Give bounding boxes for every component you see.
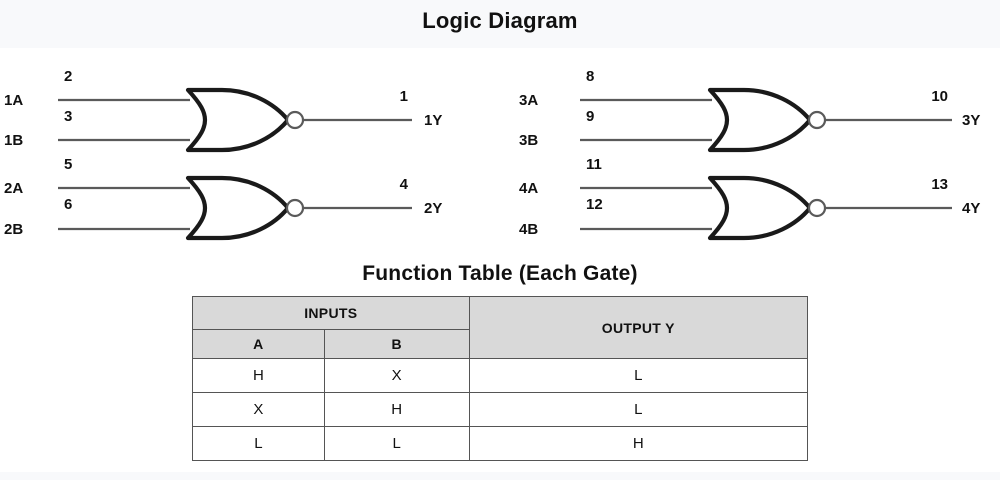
gate-4-output-pin: 13 xyxy=(931,176,948,193)
gate-1-inversion-bubble xyxy=(285,110,305,130)
gate-2-output-pin: 4 xyxy=(399,176,408,193)
gate-2-input-b-pin: 6 xyxy=(64,196,73,213)
gate-1-output-label: 1Y xyxy=(424,112,443,129)
gate-2-input-a-pin: 5 xyxy=(64,156,73,173)
gate-1-input-a-pin: 2 xyxy=(64,68,73,85)
gate-3-input-b-label: 3B xyxy=(519,132,539,149)
gate-1-nor-body xyxy=(188,90,288,150)
function-table-body: H X L X H L L L H xyxy=(192,358,809,461)
cell-output-y: H xyxy=(468,426,809,461)
gate-4-output-label: 4Y xyxy=(962,200,981,217)
cell-input-a: H xyxy=(192,358,325,393)
gate-4-input-a-pin: 11 xyxy=(586,156,602,173)
table-header-sub-row: A B xyxy=(192,329,808,359)
function-table-title: Function Table (Each Gate) xyxy=(362,262,638,285)
header-output-y: OUTPUT Y xyxy=(468,296,809,359)
top-background-band xyxy=(0,0,1000,48)
gate-1-group xyxy=(58,90,412,150)
gate-4-input-a-label: 4A xyxy=(519,180,539,197)
function-table-head: INPUTS OUTPUT Y A B xyxy=(192,296,809,359)
table-header-group-row: INPUTS OUTPUT Y xyxy=(192,296,809,359)
header-inputs-group: INPUTS xyxy=(192,296,470,330)
gate-1-output-pin: 1 xyxy=(399,88,408,105)
gate-4-input-b-pin: 12 xyxy=(586,196,603,213)
gate-3-input-a-label: 3A xyxy=(519,92,539,109)
cell-input-b: H xyxy=(323,392,470,427)
gate-2-inversion-bubble xyxy=(285,198,305,218)
table-row: L L H xyxy=(192,426,809,461)
cell-input-b: L xyxy=(323,426,470,461)
cell-input-b: X xyxy=(323,358,470,393)
cell-input-a: X xyxy=(192,392,325,427)
gate-3-inversion-bubble xyxy=(807,110,827,130)
gate-2-nor-body xyxy=(188,178,288,238)
header-input-b: B xyxy=(323,329,470,359)
gate-2-input-b-label: 2B xyxy=(4,221,24,238)
gate-3-group xyxy=(580,90,952,150)
gate-4-nor-body xyxy=(710,178,810,238)
gate-4-group xyxy=(580,178,952,238)
header-input-a: A xyxy=(192,329,325,359)
gate-1-input-b-pin: 3 xyxy=(64,108,73,125)
cell-input-a: L xyxy=(192,426,325,461)
gate-1-input-a-label: 1A xyxy=(4,92,24,109)
nor-gate-schematic-svg xyxy=(58,40,952,255)
gate-3-input-b-pin: 9 xyxy=(586,108,595,125)
gate-3-output-label: 3Y xyxy=(962,112,981,129)
gate-2-group xyxy=(58,178,412,238)
bottom-background-band xyxy=(0,472,1000,480)
gate-2-output-label: 2Y xyxy=(424,200,443,217)
cell-output-y: L xyxy=(468,392,809,427)
logic-diagram-canvas: 1A 2 1B 3 1 1Y 2A 5 2B 6 4 2Y 3A 8 3B 9 … xyxy=(0,40,1000,255)
gate-3-output-pin: 10 xyxy=(931,88,948,105)
gate-3-input-a-pin: 8 xyxy=(586,68,595,85)
gate-3-nor-body xyxy=(710,90,810,150)
gate-4-inversion-bubble xyxy=(807,198,827,218)
gate-1-input-b-label: 1B xyxy=(4,132,24,149)
cell-output-y: L xyxy=(468,358,809,393)
function-table: INPUTS OUTPUT Y A B H X L X H L L L H xyxy=(192,296,809,461)
logic-diagram-title: Logic Diagram xyxy=(422,8,578,33)
table-row: H X L xyxy=(192,358,809,393)
gate-2-input-a-label: 2A xyxy=(4,180,24,197)
gate-4-input-b-label: 4B xyxy=(519,221,539,238)
table-row: X H L xyxy=(192,392,809,427)
